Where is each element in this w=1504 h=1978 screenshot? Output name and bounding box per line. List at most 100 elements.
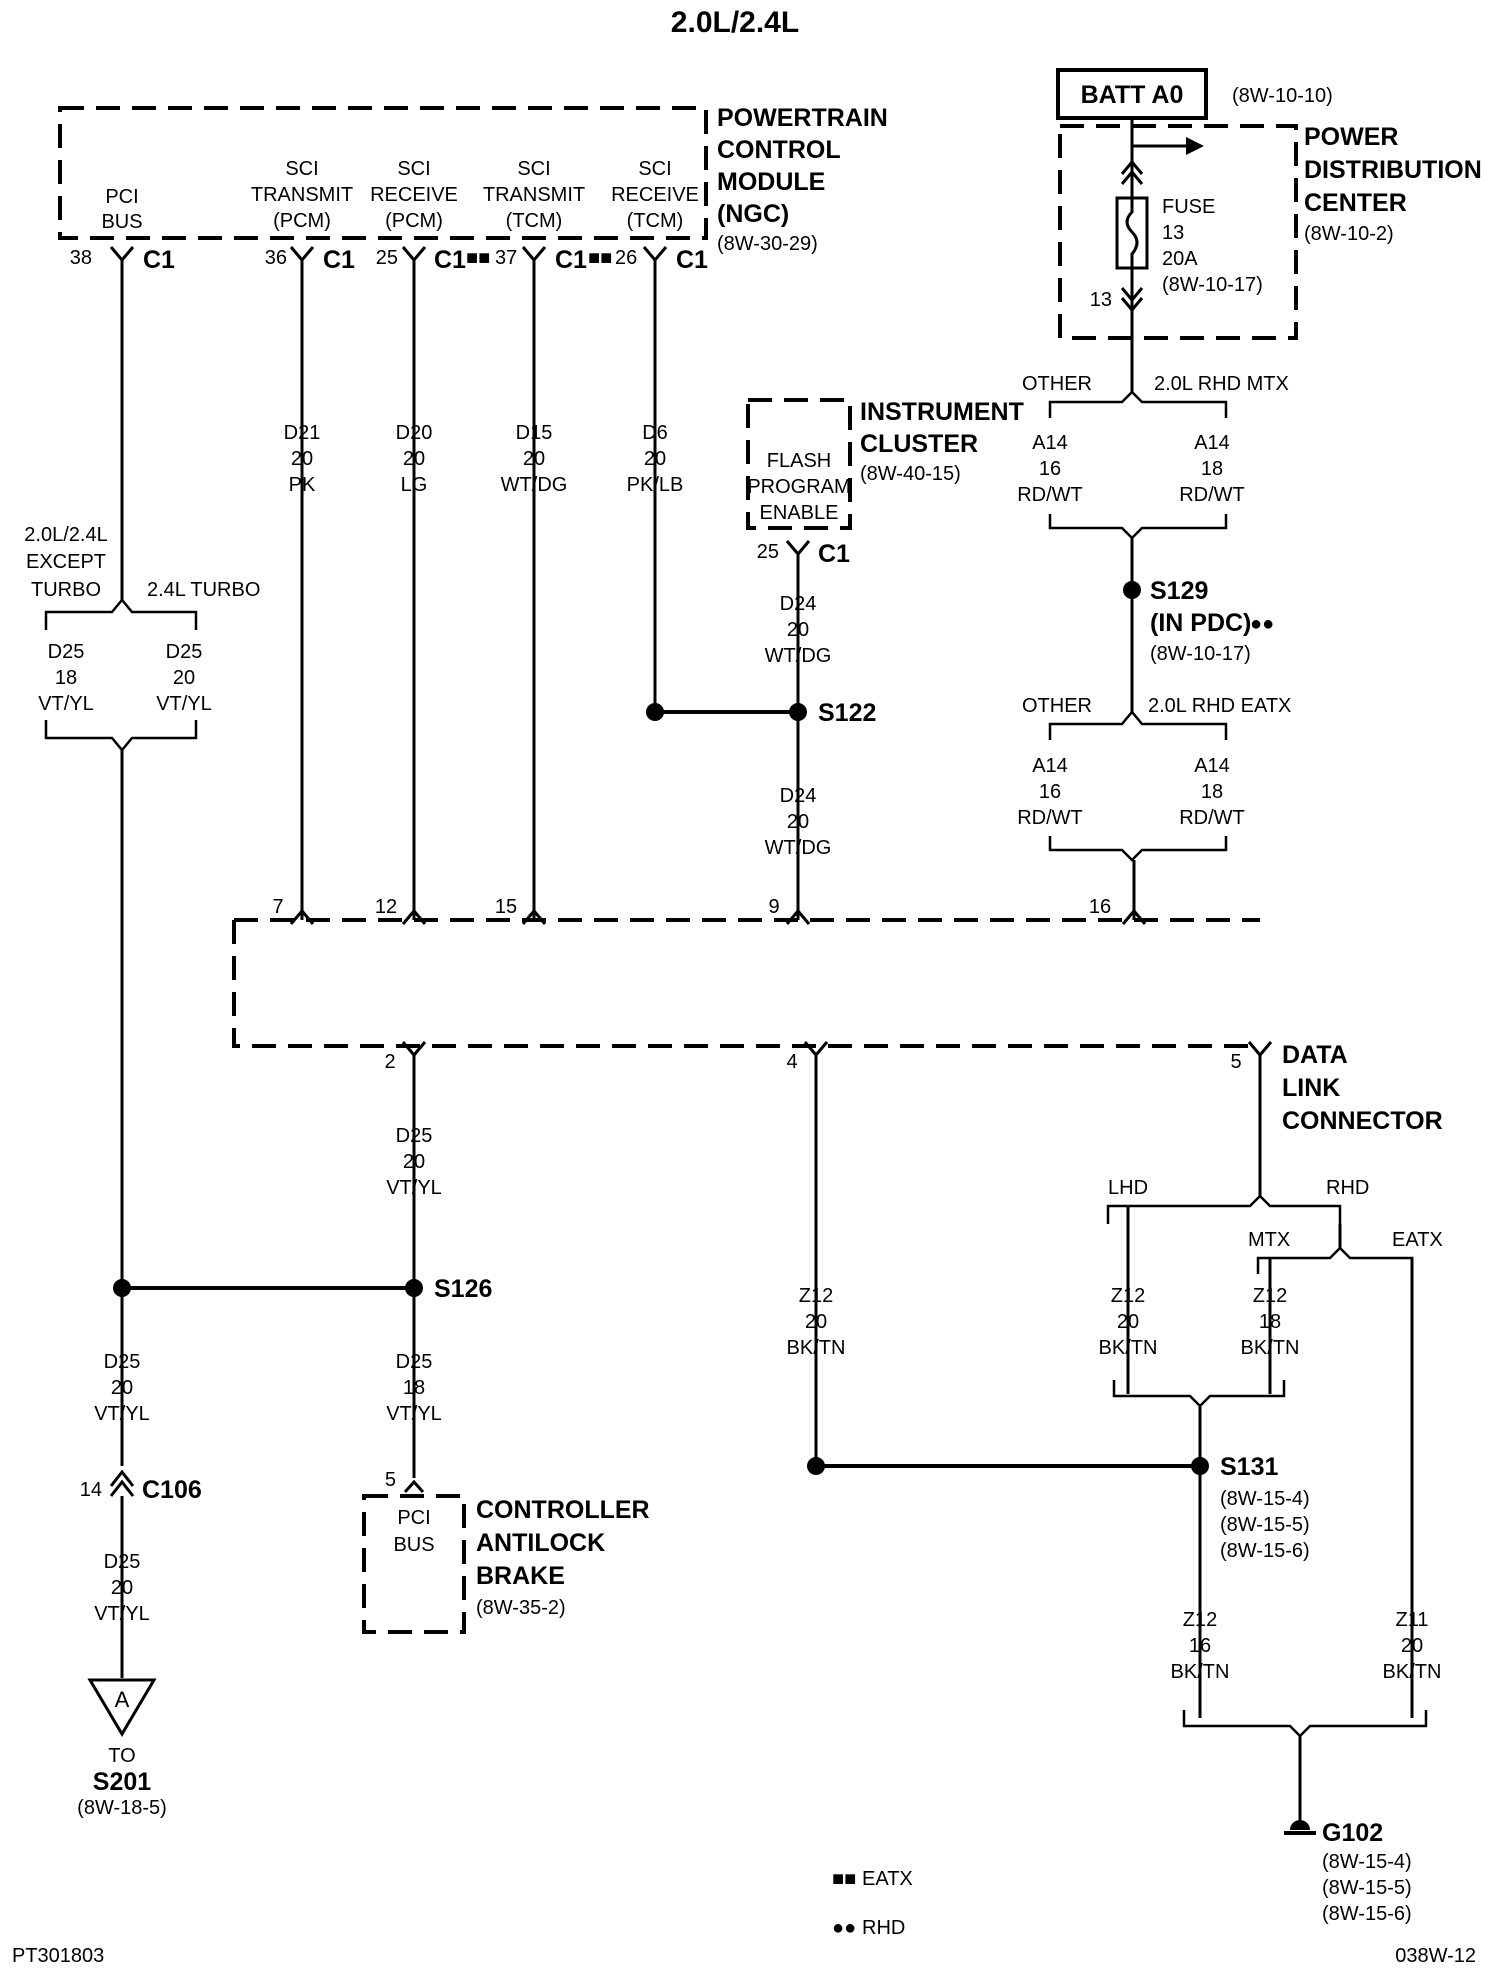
pcm-box xyxy=(58,106,708,240)
svg-text:(8W-10-17): (8W-10-17) xyxy=(1162,274,1263,296)
wire-label-z12-mid: Z12 20 BK/TN xyxy=(787,1285,846,1359)
svg-text:MODULE: MODULE xyxy=(717,168,825,196)
svg-text:RD/WT: RD/WT xyxy=(1179,807,1245,829)
svg-text:C1: C1 xyxy=(143,246,175,274)
svg-text:EATX: EATX xyxy=(862,1868,913,1890)
svg-text:D25: D25 xyxy=(104,1351,141,1373)
splice-s126-label: S126 xyxy=(434,1275,492,1303)
svg-text:20: 20 xyxy=(173,667,195,689)
pdc-flow-arrow xyxy=(1132,137,1204,155)
svg-text:VT/YL: VT/YL xyxy=(386,1403,442,1425)
wire-label-z12-mtx: Z12 18 BK/TN xyxy=(1241,1285,1300,1359)
svg-text:PK/LB: PK/LB xyxy=(627,474,684,496)
svg-text:CONNECTOR: CONNECTOR xyxy=(1282,1107,1443,1135)
svg-text:RD/WT: RD/WT xyxy=(1179,484,1245,506)
svg-text:Z12: Z12 xyxy=(1183,1609,1217,1631)
svg-text:EXCEPT: EXCEPT xyxy=(26,551,106,573)
svg-text:●●: ●● xyxy=(1250,613,1274,635)
svg-text:D20: D20 xyxy=(396,422,433,444)
svg-text:RD/WT: RD/WT xyxy=(1017,807,1083,829)
wire-label-d25-dlc: D25 20 VT/YL xyxy=(386,1125,442,1199)
wire-label-d25-except-turbo: D25 18 VT/YL xyxy=(38,641,94,715)
svg-text:20: 20 xyxy=(403,1151,425,1173)
svg-text:S131: S131 xyxy=(1220,1453,1278,1481)
svg-text:16: 16 xyxy=(1089,896,1111,918)
svg-text:D24: D24 xyxy=(780,593,817,615)
splice-s129-dot xyxy=(1123,581,1141,599)
svg-text:5: 5 xyxy=(1230,1051,1241,1073)
diagram-title: 2.0L/2.4L xyxy=(671,6,799,39)
svg-text:20: 20 xyxy=(403,448,425,470)
branch-trans-bracket xyxy=(1256,1246,1414,1274)
svg-text:20: 20 xyxy=(111,1577,133,1599)
svg-text:(8W-15-5): (8W-15-5) xyxy=(1322,1877,1412,1899)
svg-text:Z12: Z12 xyxy=(1253,1285,1287,1307)
svg-text:PCI: PCI xyxy=(397,1507,430,1529)
svg-text:C1: C1 xyxy=(676,246,708,274)
svg-text:20: 20 xyxy=(1401,1635,1423,1657)
svg-text:D21: D21 xyxy=(284,422,321,444)
svg-text:D25: D25 xyxy=(396,1125,433,1147)
dlc-pin-12: 12 xyxy=(375,896,427,925)
svg-text:VT/YL: VT/YL xyxy=(94,1403,150,1425)
svg-text:16: 16 xyxy=(1039,781,1061,803)
branch-mtx-bottom-bracket xyxy=(1048,514,1228,540)
svg-text:C1: C1 xyxy=(434,246,466,274)
svg-text:RECEIVE: RECEIVE xyxy=(370,184,458,206)
cab-box xyxy=(362,1494,466,1634)
svg-text:14: 14 xyxy=(80,1479,102,1501)
svg-text:(8W-40-15): (8W-40-15) xyxy=(860,463,961,485)
wire-label-d25-abs: D25 18 VT/YL xyxy=(386,1351,442,1425)
svg-text:POWER: POWER xyxy=(1304,123,1398,151)
svg-text:DISTRIBUTION: DISTRIBUTION xyxy=(1304,156,1482,184)
pcm-pin-pci-bus: PCI BUS xyxy=(101,186,142,233)
svg-text:16: 16 xyxy=(1039,458,1061,480)
svg-text:PK: PK xyxy=(289,474,316,496)
cab-pin-label: PCI BUS xyxy=(393,1507,434,1556)
wire-label-a14-rhd-mtx: A14 18 RD/WT xyxy=(1179,432,1245,506)
svg-text:20: 20 xyxy=(523,448,545,470)
svg-text:2.0L RHD MTX: 2.0L RHD MTX xyxy=(1154,373,1289,395)
svg-text:D6: D6 xyxy=(642,422,668,444)
wire-label-d24-upper: D24 20 WT/DG xyxy=(765,593,832,667)
wire-label-a14-other-eatx: A14 16 RD/WT xyxy=(1017,755,1083,829)
svg-text:BK/TN: BK/TN xyxy=(1241,1337,1300,1359)
pcm-label: POWERTRAIN CONTROL MODULE (NGC) (8W-30-2… xyxy=(717,104,888,255)
pcm-pin-sci-transmit-pcm: SCI TRANSMIT (PCM) xyxy=(251,158,353,232)
splice-s122-dot xyxy=(789,703,807,721)
svg-text:TRANSMIT: TRANSMIT xyxy=(483,184,585,206)
svg-text:2.0L RHD EATX: 2.0L RHD EATX xyxy=(1148,695,1291,717)
fuse-13 xyxy=(1115,196,1149,270)
splice-s129-label: S129 (IN PDC) ●● (8W-10-17) xyxy=(1150,577,1274,665)
ground-g102-label: G102 (8W-15-4) (8W-15-5) (8W-15-6) xyxy=(1322,1819,1412,1925)
svg-text:FLASH: FLASH xyxy=(767,450,831,472)
wire-label-d25-turbo: D25 20 VT/YL xyxy=(156,641,212,715)
svg-text:SCI: SCI xyxy=(397,158,430,180)
svg-text:13: 13 xyxy=(1090,289,1112,311)
dlc-label: DATA LINK CONNECTOR xyxy=(1282,1041,1443,1135)
svg-text:18: 18 xyxy=(1259,1311,1281,1333)
batt-a0-label: BATT A0 xyxy=(1081,81,1184,109)
svg-text:VT/YL: VT/YL xyxy=(94,1603,150,1625)
svg-text:VT/YL: VT/YL xyxy=(156,693,212,715)
cab-label: CONTROLLER ANTILOCK BRAKE (8W-35-2) xyxy=(476,1496,650,1619)
instrument-cluster-label: INSTRUMENT CLUSTER (8W-40-15) xyxy=(860,398,1024,485)
footer-code-right: 038W-12 xyxy=(1395,1945,1476,1967)
cab-pin: 5 xyxy=(385,1469,425,1494)
svg-text:■■: ■■ xyxy=(466,247,490,269)
svg-text:12: 12 xyxy=(375,896,397,918)
splice-s131-dot xyxy=(1191,1457,1209,1475)
svg-text:(8W-15-4): (8W-15-4) xyxy=(1322,1851,1412,1873)
branch-left-bottom-bracket xyxy=(44,720,198,752)
svg-text:(TCM): (TCM) xyxy=(506,210,563,232)
dlc-pin-15: 15 xyxy=(495,896,547,925)
svg-text:36: 36 xyxy=(265,247,287,269)
splice-s126-left-dot xyxy=(113,1279,131,1297)
pdc-terminal-13: 13 xyxy=(1090,287,1144,313)
svg-text:TURBO: TURBO xyxy=(31,579,101,601)
svg-text:(PCM): (PCM) xyxy=(385,210,443,232)
wire-label-a14-other-mtx: A14 16 RD/WT xyxy=(1017,432,1083,506)
svg-text:(NGC): (NGC) xyxy=(717,200,789,228)
legend-eatx: ■■ EATX xyxy=(832,1868,913,1890)
